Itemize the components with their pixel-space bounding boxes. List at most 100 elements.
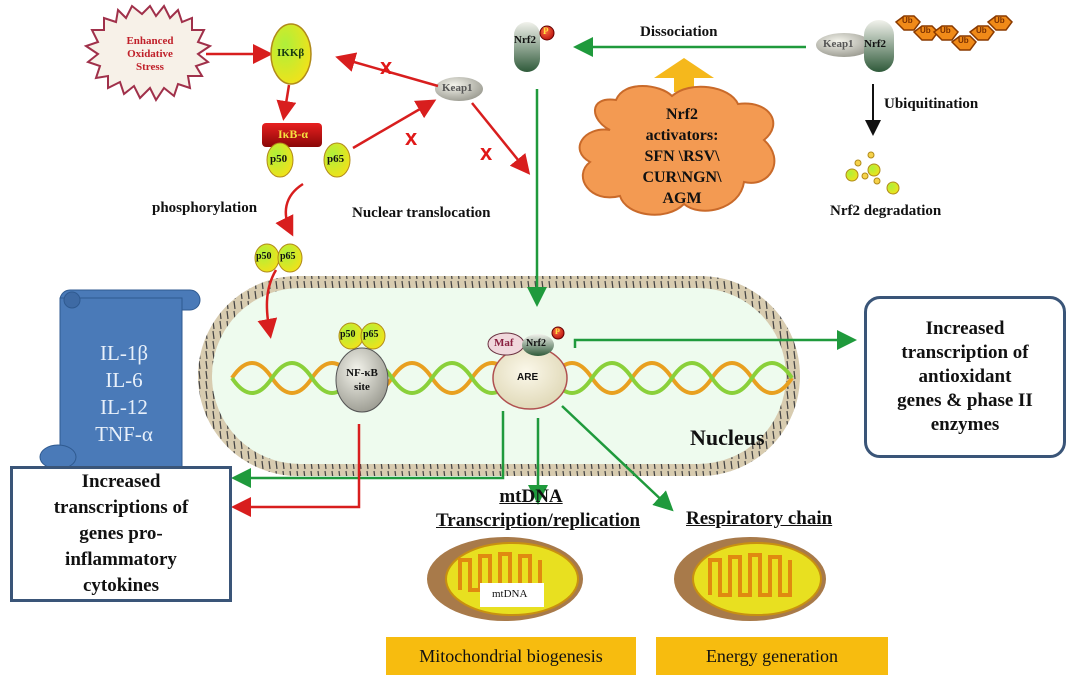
p65-label-nuclear: p65 <box>363 329 379 340</box>
mitochondrial-biogenesis-box: Mitochondrial biogenesis <box>386 637 636 675</box>
p65-node-nuclear <box>360 322 386 350</box>
degradation-fragments <box>845 151 900 195</box>
cytokine-list: IL-1β IL-6 IL-12 TNF-α <box>64 340 184 448</box>
antioxidant-line: transcription of <box>901 342 1029 363</box>
activators-line: Nrf2 <box>666 106 698 123</box>
cytokine-item: IL-1β <box>100 341 148 365</box>
biogenesis-label: Mitochondrial biogenesis <box>419 645 603 666</box>
ikkb-node <box>270 23 312 85</box>
activators-label: Nrf2 activators: SFN \RSV\ CUR\NGN\ AGM <box>612 104 752 209</box>
keap1-node-right <box>816 33 872 57</box>
inflammatory-line: inflammatory <box>65 549 177 570</box>
nfkb-site-label: NF-κB site <box>336 366 388 394</box>
nrf2-node-free <box>514 22 540 72</box>
arrow-phosphorylation <box>275 182 304 237</box>
energy-generation-box: Energy generation <box>656 637 888 675</box>
arrow-are-to-respiratory <box>561 405 674 512</box>
maf-label: Maf <box>494 337 514 349</box>
cytokine-item: IL-12 <box>100 395 148 419</box>
stress-line: Enhanced <box>126 35 174 47</box>
phospho-label-free: P <box>543 26 549 36</box>
activators-line: activators: <box>645 127 719 144</box>
activators-line: SFN \RSV\ <box>644 148 720 165</box>
ub-label-2: Ub <box>920 26 931 35</box>
phosphorylation-label: phosphorylation <box>152 200 258 216</box>
ikba-node <box>262 123 322 147</box>
nfkb-site-line: NF-κB <box>346 367 378 379</box>
p50-label-cyto: p50 <box>270 153 288 165</box>
nfkb-site-line: site <box>354 381 370 393</box>
ikba-label: IκB-α <box>278 127 309 141</box>
nrf2-label-bound: Nrf2 <box>864 38 886 50</box>
antioxidant-line: enzymes <box>930 414 1000 435</box>
p65-label-cyto: p65 <box>327 153 345 165</box>
cytokine-item: TNF-α <box>95 422 153 446</box>
respiratory-heading: Respiratory chain <box>686 508 833 529</box>
nrf2-node-bound <box>864 20 894 72</box>
nfkb-site-node <box>335 347 389 413</box>
mtdna-tag <box>480 583 544 607</box>
stress-line: Stress <box>136 61 164 73</box>
oxidative-stress-burst <box>83 4 213 102</box>
ub-label-1: Ub <box>902 16 913 25</box>
ub-label-3: Ub <box>940 26 951 35</box>
nucleus-label: Nucleus <box>690 425 765 450</box>
dissociation-label: Dissociation <box>640 24 718 40</box>
are-label: ARE <box>517 372 539 383</box>
nrf2-label-free: Nrf2 <box>514 34 536 46</box>
phospho-node-free <box>539 25 555 41</box>
p50-node-cyto <box>266 142 294 178</box>
mitochondrion-energy <box>674 537 826 621</box>
ub-label-5: Ub <box>976 26 987 35</box>
arrow-keap1-to-nrf2 <box>471 102 531 175</box>
arrow-keap1-to-ikkb <box>335 52 439 88</box>
inflammatory-line: transcriptions of <box>53 497 189 518</box>
arrow-ikkb-to-ikba <box>276 84 297 121</box>
arrow-nfkb-to-inflammatory <box>231 424 361 517</box>
arrow-are-to-antioxidant <box>573 330 857 350</box>
ub-label-6: Ub <box>994 16 1005 25</box>
antioxidant-line: genes & phase II <box>897 390 1033 411</box>
nuclear-translocation-label: Nuclear translocation <box>352 205 491 221</box>
mitochondrion-biogenesis <box>427 537 583 621</box>
inflammatory-outcome-box: Increased transcriptions of genes pro- i… <box>10 466 232 602</box>
stress-label: Enhanced Oxidative Stress <box>110 35 190 74</box>
inflammatory-line: genes pro- <box>79 523 163 544</box>
ubiquitination-label: Ubiquitination <box>884 96 979 112</box>
degradation-label: Nrf2 degradation <box>830 203 942 219</box>
phospho-label-nuclear: P <box>555 327 560 336</box>
ikkb-label: IKKβ <box>277 47 305 59</box>
inflammatory-line: Increased <box>81 471 161 492</box>
phospho-node-nuclear <box>551 326 565 340</box>
keap1-node-left <box>435 77 483 101</box>
inhibit-mark-2: x <box>405 125 418 150</box>
stress-line: Oxidative <box>127 48 173 60</box>
inhibit-mark-3: x <box>480 140 493 165</box>
nrf2-node-nuclear <box>522 334 554 356</box>
arrow-p65-to-keap1 <box>352 99 437 150</box>
ubiquitin-chain <box>894 15 1013 51</box>
arrow-nfkb-into-nucleus <box>257 269 278 339</box>
energy-label: Energy generation <box>705 645 839 666</box>
mtdna-heading: mtDNA Transcription/replication <box>436 485 641 533</box>
ub-label-4: Ub <box>958 36 969 45</box>
antioxidant-line: Increased <box>925 318 1005 339</box>
antioxidant-line: antioxidant <box>918 366 1012 387</box>
cytokine-item: IL-6 <box>105 368 143 392</box>
mtdna-tag-label: mtDNA <box>492 588 528 600</box>
mtdna-heading-line: mtDNA <box>499 486 563 507</box>
p65-node-cyto <box>323 142 351 178</box>
activation-arrow <box>654 58 714 92</box>
inflammatory-line: cytokines <box>82 575 159 596</box>
activators-cloud <box>578 85 776 216</box>
p65-label-free: p65 <box>280 251 296 262</box>
antioxidant-outcome-box: Increased transcription of antioxidant g… <box>864 296 1066 458</box>
p65-node-free <box>277 243 303 273</box>
activators-line: CUR\NGN\ <box>642 169 722 186</box>
mtdna-heading-line: Transcription/replication <box>436 510 641 531</box>
keap1-label-left: Keap1 <box>442 82 473 94</box>
p50-label-free: p50 <box>256 251 272 262</box>
inhibit-mark-1: x <box>380 54 393 79</box>
p50-label-nuclear: p50 <box>340 329 356 340</box>
